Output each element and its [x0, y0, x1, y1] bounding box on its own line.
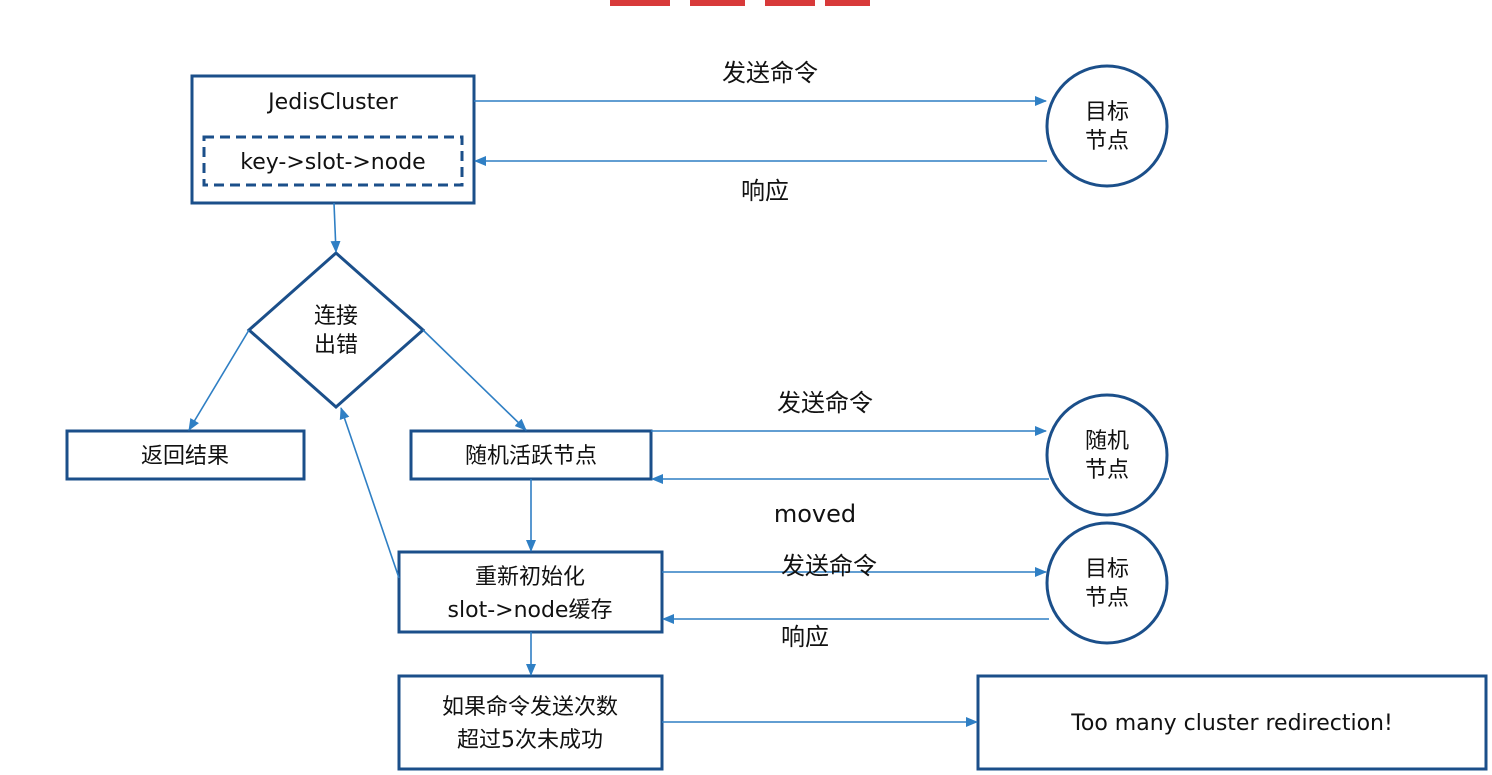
arrow-reinit-to-diamond [339, 407, 400, 579]
random-active-node-label: 随机活跃节点 [465, 444, 597, 469]
retry-check-box: 如果命令发送次数 超过5次未成功 [397, 674, 664, 771]
target-node-circle-1: 目标 节点 [1045, 64, 1169, 188]
jedis-cluster-box: JedisCluster key->slot->node [190, 74, 476, 205]
connection-error-line2: 出错 [314, 333, 358, 358]
random-node-line1: 随机 [1085, 429, 1129, 454]
reinit-cache-box: 重新初始化 slot->node缓存 [397, 550, 664, 634]
arrow-diamond-to-return [188, 329, 250, 431]
connection-error-diamond: 连接 出错 [246, 250, 426, 410]
arrow-diamond-to-random-active [422, 329, 527, 431]
target-node-circle-2: 目标 节点 [1045, 521, 1169, 645]
label-send-command-2: 发送命令 [777, 389, 873, 417]
key-slot-node-label: key->slot->node [240, 150, 425, 175]
return-result-label: 返回结果 [141, 444, 229, 469]
too-many-redirection-box: Too many cluster redirection! [976, 674, 1488, 771]
label-send-command-1: 发送命令 [722, 59, 818, 87]
cropped-title-fragment [610, 0, 870, 6]
too-many-redirection-label: Too many cluster redirection! [1070, 711, 1393, 736]
reinit-cache-line2: slot->node缓存 [448, 598, 613, 623]
retry-check-line2: 超过5次未成功 [457, 728, 603, 753]
reinit-cache-line1: 重新初始化 [475, 565, 585, 590]
retry-check-line1: 如果命令发送次数 [442, 695, 618, 720]
label-send-command-3: 发送命令 [781, 552, 877, 580]
target-node-1-line1: 目标 [1085, 100, 1129, 125]
target-node-2-line2: 节点 [1085, 586, 1129, 611]
random-node-line2: 节点 [1085, 458, 1129, 483]
return-result-box: 返回结果 [65, 429, 306, 481]
target-node-1-line2: 节点 [1085, 129, 1129, 154]
label-response-2: 响应 [781, 623, 829, 651]
label-moved: moved [774, 500, 856, 528]
random-node-circle: 随机 节点 [1045, 393, 1169, 517]
jedis-cluster-label: JedisCluster [266, 90, 399, 115]
connection-error-line1: 连接 [314, 304, 358, 329]
target-node-2-line1: 目标 [1085, 557, 1129, 582]
random-active-node-box: 随机活跃节点 [409, 429, 653, 481]
arrow-cluster-to-diamond [330, 202, 341, 253]
label-response-1: 响应 [741, 177, 789, 205]
